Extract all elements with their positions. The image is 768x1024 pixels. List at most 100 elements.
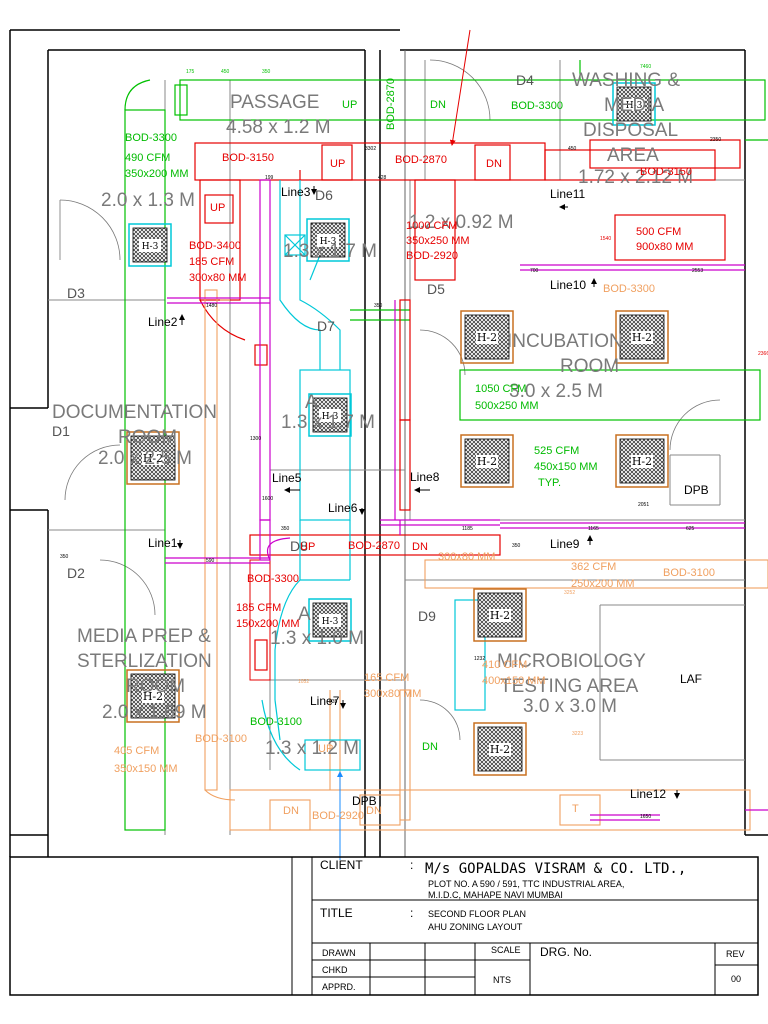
hepa-filter-label: H-3 — [322, 617, 339, 627]
room-size-microbiology: 3.0 x 3.0 M — [523, 696, 617, 717]
duct-bod3300-a: BOD-3300 — [125, 132, 177, 144]
title-block-client-label: CLIENT — [320, 858, 363, 872]
room-size-airlock-3: 1.2 x 0.92 M — [409, 212, 514, 233]
dimension-label: 1232 — [474, 656, 485, 662]
door-d2: D2 — [67, 565, 85, 581]
door-d6: D6 — [315, 187, 333, 203]
title-block-title-label: TITLE — [320, 906, 353, 920]
label-dpb-right: DPB — [684, 483, 709, 497]
dimension-label: 450 — [221, 69, 230, 75]
duct-bod3300-c: BOD-3300 — [603, 283, 655, 295]
dimension-label: 450 — [568, 146, 577, 152]
dimension-label: 1650 — [640, 814, 651, 820]
line-1-label: Line1 — [148, 536, 178, 550]
room-name-microbiology-2: TESTING AREA — [500, 676, 639, 697]
room-size-passage: 4.58 x 1.2 M — [226, 117, 331, 138]
duct-cfm490: 490 CFM — [125, 152, 170, 164]
line-10-label: Line10 — [550, 278, 586, 292]
title-block-drg-no: DRG. No. — [540, 945, 592, 959]
title-block-scale: SCALE — [491, 945, 521, 955]
dimension-label: 1540 — [600, 236, 611, 242]
line-11-label: Line11 — [550, 187, 585, 201]
room-size-airlock-2: 1.3 x 1.7 M — [283, 241, 377, 262]
title-block-drawn: DRAWN — [322, 948, 356, 958]
duct-typ: TYP. — [538, 477, 561, 489]
duct-bod3100-a: BOD-3100 — [663, 567, 715, 579]
room-size-documentation: 2.0 x 2.5 M — [98, 448, 192, 469]
line-7-label: Line7 — [310, 694, 340, 708]
dimension-label: 3302 — [365, 146, 376, 152]
hepa-filter-label: H-3 — [322, 412, 339, 422]
dimension-label: 1600 — [262, 496, 273, 502]
room-name-airlock-5: A — [298, 604, 311, 625]
hepa-filter-7: H-2 — [615, 310, 669, 364]
duct-dim900x80: 900x80 MM — [636, 241, 693, 253]
door-d7: D7 — [317, 318, 335, 334]
hepa-filter-label: H-2 — [143, 690, 163, 703]
hepa-filter-4: H-3 — [308, 393, 352, 437]
label-dpb-bottom: DPB — [352, 794, 377, 808]
dimension-label: 1052 — [298, 679, 309, 685]
hepa-filter-2: H-3 — [306, 218, 350, 262]
room-size-airlock-6: 1.3 x 1.2 M — [265, 738, 359, 759]
door-d3: D3 — [67, 285, 85, 301]
hepa-filter-label: H-2 — [477, 331, 497, 344]
line-9-label: Line9 — [550, 537, 580, 551]
dimension-label: 2553 — [692, 268, 703, 274]
dimension-label: 3252 — [564, 590, 575, 596]
room-name-passage: PASSAGE — [230, 92, 319, 113]
door-d8: D8 — [290, 538, 308, 554]
title-block-title-1: SECOND FLOOR PLAN — [428, 909, 526, 919]
label-up-riser: UP — [210, 202, 225, 214]
direction-arrows — [177, 186, 680, 799]
duct-dim350x250: 350x250 MM — [406, 235, 470, 247]
line-5-label: Line5 — [272, 471, 302, 485]
duct-bod3400: BOD-3400 — [189, 240, 241, 252]
title-block-apprd: APPRD. — [322, 982, 356, 992]
hepa-filter-label: H-2 — [143, 452, 163, 465]
diffuser-ducts — [261, 180, 486, 771]
duct-cfm362: 362 CFM — [571, 561, 616, 573]
supply-air-ducts — [194, 139, 741, 671]
label-laf: LAF — [680, 672, 702, 686]
dimension-label: 199 — [265, 175, 274, 181]
duct-cfm500: 500 CFM — [636, 226, 681, 238]
label-up-return: UP — [318, 743, 333, 755]
title-block-address-1: PLOT NO. A 590 / 591, TTC INDUSTRIAL ARE… — [428, 879, 624, 889]
hepa-filter-label: H-2 — [477, 455, 497, 468]
hepa-filter-5: H-3 — [308, 598, 352, 642]
room-name-incubation-2: ROOM — [560, 356, 619, 377]
room-name-media-prep-3: ROOM — [126, 676, 185, 697]
room-size-airlock-5: 1.3 x 1.0 M — [270, 628, 364, 649]
room-size-incubation: 3.0 x 2.5 M — [509, 381, 603, 402]
room-name-documentation: DOCUMENTATION — [52, 402, 217, 423]
duct-bod2920-b: BOD-2920 — [312, 810, 364, 822]
label-dn-return: DN — [422, 741, 438, 753]
duct-bod2870-a: BOD-2870 — [395, 154, 447, 166]
door-d5: D5 — [427, 281, 445, 297]
duct-dim350x200: 350x200 MM — [125, 168, 189, 180]
dimension-label: 350 — [512, 543, 521, 549]
duct-dim300x80b: 300x80 MM — [438, 551, 495, 563]
line-labels: Line1 Line2 Line3 Line5 Line6 Line7 Line… — [148, 185, 666, 801]
hepa-filter-label: H-3 — [142, 242, 159, 252]
title-block-title-colon: : — [410, 906, 413, 920]
title-block-client-colon: : — [410, 858, 413, 872]
dimension-label: 1165 — [588, 526, 599, 532]
door-swings — [59, 59, 721, 741]
dimension-label: 2366 — [758, 351, 768, 357]
title-block-client-name: M/s GOPALDAS VISRAM & CO. LTD., — [425, 861, 686, 877]
room-name-washing-4: AREA — [607, 145, 659, 166]
label-up-supply: UP — [330, 158, 345, 170]
title-block-chkd: CHKD — [322, 965, 348, 975]
dimension-label: 590 — [206, 558, 215, 564]
hepa-filter-6: H-2 — [460, 310, 514, 364]
title-block-address-2: M.I.D.C, MAHAPE NAVI MUMBAI — [428, 890, 563, 900]
room-name-documentation-2: ROOM — [118, 427, 177, 448]
hepa-filter-13: H-2 — [473, 722, 527, 776]
duct-bod3150-b: BOD-3150 — [640, 166, 692, 178]
hepa-filter-1: H-3 — [128, 223, 172, 267]
label-dn-bottom-1: DN — [283, 805, 299, 817]
